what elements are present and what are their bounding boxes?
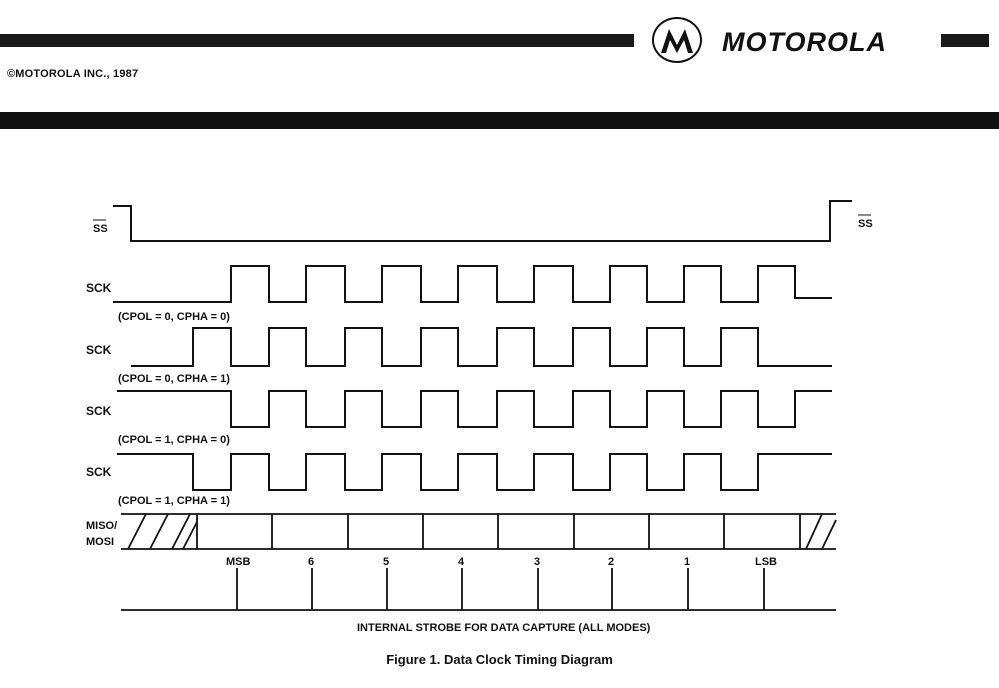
- header-rule-left: [0, 34, 634, 47]
- bit-label-5: 5: [383, 556, 389, 568]
- mosi-label: MOSI: [86, 536, 114, 548]
- header-rule-right: [941, 34, 989, 47]
- batwing-icon: [661, 29, 693, 53]
- bit-label-2: 2: [608, 556, 614, 568]
- brand-wordmark: MOTOROLA: [722, 27, 887, 57]
- mode-label-2: (CPOL = 0, CPHA = 1): [118, 373, 230, 385]
- bit-label-msb: MSB: [226, 556, 251, 568]
- sck-waveform-cpol1-cpha1: [117, 453, 832, 491]
- bit-label-6: 6: [308, 556, 314, 568]
- copyright-notice: ©MOTOROLA INC., 1987: [7, 68, 139, 80]
- sck-waveform-cpol0-cpha0: [113, 265, 832, 303]
- sck-label-1: SCK: [86, 281, 112, 295]
- miso-label: MISO/: [86, 520, 117, 532]
- ss-label-right: SS: [858, 218, 873, 230]
- mode-label-1: (CPOL = 0, CPHA = 0): [118, 311, 230, 323]
- bit-label-1: 1: [684, 556, 690, 568]
- sck-label-2: SCK: [86, 343, 112, 357]
- sck-waveform-cpol1-cpha0: [117, 390, 832, 428]
- bit-label-lsb: LSB: [755, 556, 777, 568]
- data-bus: [121, 513, 837, 550]
- strobe-label: INTERNAL STROBE FOR DATA CAPTURE (ALL MO…: [357, 622, 651, 634]
- sck-label-3: SCK: [86, 404, 112, 418]
- bit-label-4: 4: [458, 556, 465, 568]
- figure-caption: Figure 1. Data Clock Timing Diagram: [386, 652, 613, 667]
- header-rule-bottom: [0, 112, 999, 129]
- motorola-logo-icon: [652, 17, 702, 63]
- strobe-lines: [121, 568, 836, 611]
- ss-label-left: SS: [93, 223, 108, 235]
- bit-label-3: 3: [534, 556, 540, 568]
- ss-waveform: [113, 200, 852, 242]
- mode-label-4: (CPOL = 1, CPHA = 1): [118, 495, 230, 507]
- sck-waveform-cpol0-cpha1: [131, 327, 832, 367]
- sck-label-4: SCK: [86, 465, 112, 479]
- mode-label-3: (CPOL = 1, CPHA = 0): [118, 434, 230, 446]
